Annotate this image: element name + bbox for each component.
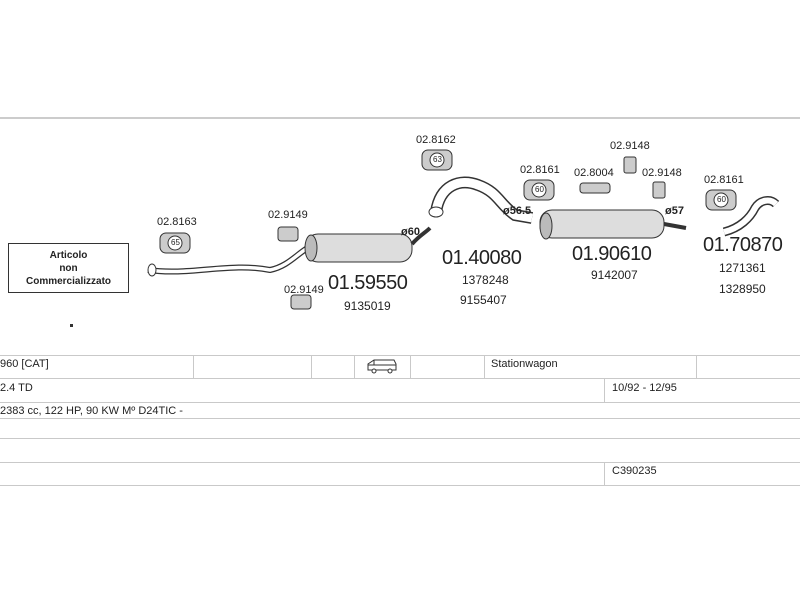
clamp-label: 02.9148 xyxy=(610,140,650,152)
model-cell: 960 [CAT] xyxy=(0,358,49,370)
clamp-label: 02.8004 xyxy=(574,167,614,179)
clamp-label: 02.8161 xyxy=(520,164,560,176)
engine-cell: 2.4 TD xyxy=(0,382,33,394)
clamp-label: 02.8163 xyxy=(157,216,197,228)
clamp-icon xyxy=(579,182,611,194)
clamp-icon xyxy=(277,226,299,242)
diameter-label: ø60 xyxy=(401,226,420,238)
part-code: 01.40080 xyxy=(442,247,522,269)
clamp-label: 02.9149 xyxy=(268,209,308,221)
part-ref: 1378248 xyxy=(462,273,509,287)
clamp-label: 02.9148 xyxy=(642,167,682,179)
clamp-size: 65 xyxy=(171,238,180,247)
clamp-icon xyxy=(421,149,453,171)
body-type-cell: Stationwagon xyxy=(491,358,558,370)
clamp-label: 02.8161 xyxy=(704,174,744,186)
clamp-size: 60 xyxy=(535,185,544,194)
note-line: Articolo xyxy=(49,250,88,261)
exhaust-drawing xyxy=(0,117,800,310)
clamp-icon xyxy=(652,181,666,199)
spec-cell: 2383 cc, 122 HP, 90 KW Mº D24TIC - xyxy=(0,405,183,417)
van-icon xyxy=(367,359,397,374)
clamp-label: 02.9149 xyxy=(284,284,324,296)
clamp-label: 02.8162 xyxy=(416,134,456,146)
not-sold-note: Articolo non Commercializzato xyxy=(8,243,129,293)
clamp-size: 63 xyxy=(433,155,442,164)
clamp-icon xyxy=(523,179,555,201)
dot-mark xyxy=(70,324,73,327)
part-code: 01.70870 xyxy=(703,234,783,256)
diameter-label: ø57 xyxy=(665,205,684,217)
clamp-icon xyxy=(290,294,312,310)
catalog-code-cell: C390235 xyxy=(612,465,657,477)
note-line: non xyxy=(59,263,78,274)
part-code: 01.59550 xyxy=(328,272,408,294)
part-ref: 9142007 xyxy=(591,268,638,282)
part-ref: 9155407 xyxy=(460,293,507,307)
part-code: 01.90610 xyxy=(572,243,652,265)
clamp-icon xyxy=(159,232,191,254)
clamp-size: 60 xyxy=(717,195,726,204)
clamp-icon xyxy=(623,156,637,174)
part-ref: 1328950 xyxy=(719,282,766,296)
clamp-icon xyxy=(705,189,737,211)
note-line: Commercializzato xyxy=(25,276,112,287)
part-ref: 1271361 xyxy=(719,261,766,275)
diameter-label: ø56.5 xyxy=(503,205,532,217)
years-cell: 10/92 - 12/95 xyxy=(612,382,677,394)
part-ref: 9135019 xyxy=(344,299,391,313)
exhaust-diagram: Articolo non Commercializzato 02.8163 65… xyxy=(0,117,800,327)
